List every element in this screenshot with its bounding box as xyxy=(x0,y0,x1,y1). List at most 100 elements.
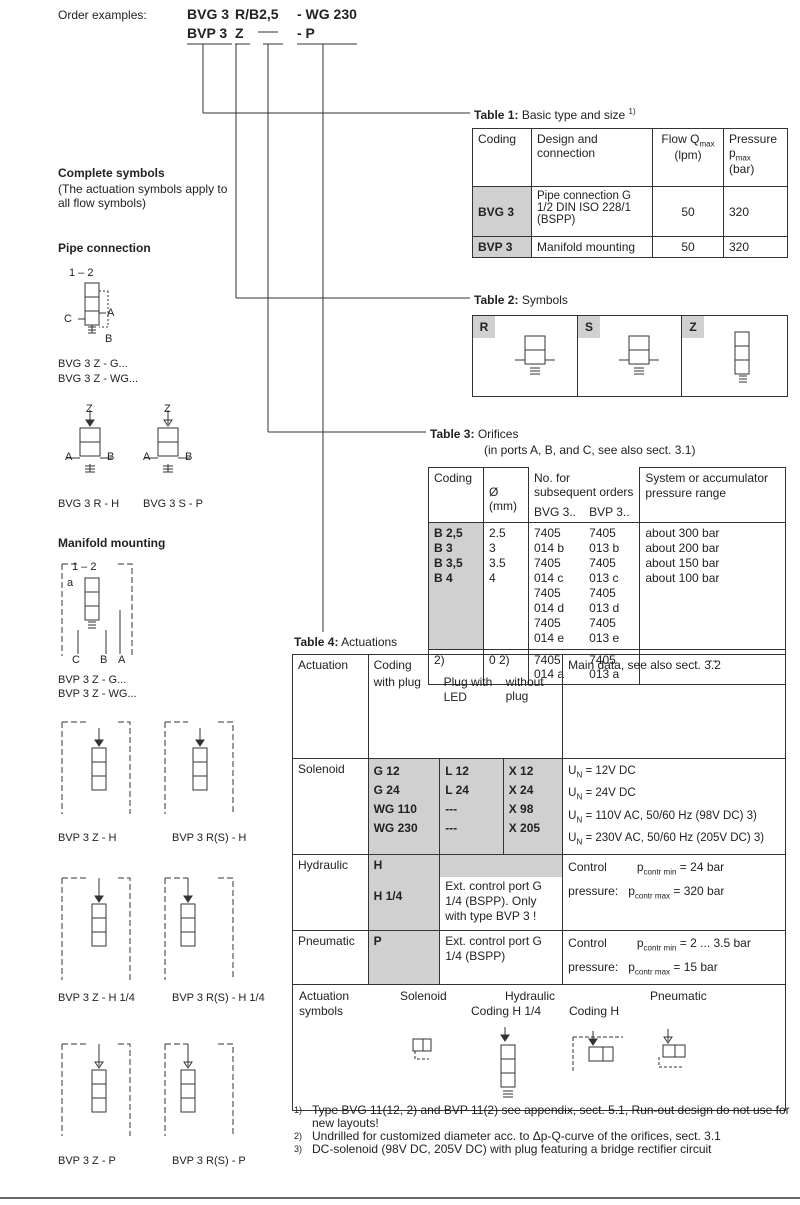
port-label-c: C xyxy=(64,313,72,325)
port-label-b: B xyxy=(105,333,113,345)
port-label-a: A xyxy=(107,307,115,319)
port-label-a4: A xyxy=(118,654,126,666)
t1-row2-pressure: 320 xyxy=(723,236,788,258)
t4-sym-solenoid: Solenoid xyxy=(400,988,447,1003)
t4-h-without: without plug xyxy=(505,675,544,703)
caption-bvp3z-g: BVP 3 Z - G... xyxy=(58,674,127,686)
t4-pneumatic-ext: Ext. control port G 1/4 (BSPP) xyxy=(439,930,564,985)
table3-title: Table 3: xyxy=(430,427,475,441)
table1: Coding Design and connection Flow Qmax(l… xyxy=(472,128,788,258)
table3-subtitle2: (in ports A, B, and C, see also sect. 3.… xyxy=(484,443,696,457)
footnote-2: 2)Undrilled for customized diameter acc.… xyxy=(294,1129,721,1143)
manifold-symbols-grid xyxy=(61,721,234,1136)
port-label-z: Z xyxy=(86,403,93,415)
caption-bvp3z-wg: BVP 3 Z - WG... xyxy=(58,688,137,700)
t4-hydraulic-ext: Ext. control port G 1/4 (BSPP). Only wit… xyxy=(439,854,564,932)
t4-pneumatic-code: P xyxy=(367,930,441,985)
t1-h-pressure: Pressure pmax(bar) xyxy=(723,128,788,187)
caption-bvg3z-wg: BVG 3 Z - WG... xyxy=(58,373,139,385)
table3-caption: Table 3: Orifices xyxy=(430,427,518,441)
caption-bvp3z-h: BVP 3 Z - H xyxy=(58,832,117,844)
t4-sym-coding-h: Coding H xyxy=(569,1003,620,1018)
t4-pneumatic-data: Control pcontr min = 2 ... 3.5 bar press… xyxy=(562,930,786,985)
caption-bvg3z-g: BVG 3 Z - G... xyxy=(58,358,128,370)
t4-solenoid-label: Solenoid xyxy=(292,757,369,856)
caption-bvp3rs-h: BVP 3 R(S) - H xyxy=(172,832,247,844)
t2-cell-s: S xyxy=(578,316,600,338)
t4-h-withplug: with plug xyxy=(373,675,421,689)
footnotes: 1)Type BVG 11(12, 2) and BVP 11(2) see a… xyxy=(294,1104,794,1156)
port-label-12: 1 – 2 xyxy=(69,267,94,279)
t1-h-coding: Coding xyxy=(472,128,532,187)
t3-h-system: System or accumulator pressure range xyxy=(639,467,786,523)
caption-bvp3rs-p: BVP 3 R(S) - P xyxy=(172,1155,246,1167)
t4-h-actuation: Actuation xyxy=(292,654,369,759)
valve-symbol-bvp3z xyxy=(61,563,133,656)
t4-sym-hydraulic: Hydraulic xyxy=(505,988,556,1003)
caption-bvp3z-p: BVP 3 Z - P xyxy=(58,1155,116,1167)
complete-symbols-note: (The actuation symbols apply to all flow… xyxy=(58,182,228,210)
t4-pneumatic-label: Pneumatic xyxy=(292,930,369,985)
t4-h-coding-group: Coding with plug Plug with LED without p… xyxy=(367,654,564,759)
pipe-connection-title: Pipe connection xyxy=(58,241,151,255)
t4-hydraulic-data: Control pcontr min = 24 bar pressure: pc… xyxy=(562,854,786,932)
t4-actuation-symbols xyxy=(412,1026,686,1098)
t3-h-bvg: BVG 3.. xyxy=(528,501,585,523)
t4-hydraulic-codes: H H 1/4 xyxy=(367,854,441,932)
complete-symbols-title: Complete symbols xyxy=(58,166,165,180)
table3-subtitle: Orifices xyxy=(477,427,519,441)
t3-h-dia: Ø(mm) xyxy=(483,467,529,523)
port-label-b4: B xyxy=(100,654,108,666)
t1-row2-design: Manifold mounting xyxy=(531,236,653,258)
t3-h-orders: No. for subsequent orders xyxy=(527,467,641,502)
table4-subtitle: Actuations xyxy=(341,635,398,649)
port-label-a3: A xyxy=(143,451,151,463)
t1-h-design: Design and connection xyxy=(531,128,653,187)
valve-symbol-bvg3z xyxy=(78,282,109,334)
port-label-c2: C xyxy=(72,654,80,666)
caption-bvg3r-h: BVG 3 R - H xyxy=(58,498,120,510)
table1-title: Table 1: xyxy=(474,108,519,122)
order-line2-actuation: - P xyxy=(297,25,315,41)
table1-sup: 1) xyxy=(628,107,636,116)
valve-symbol-bvg3r-h xyxy=(66,410,112,473)
t4-h-led: Plug with LED xyxy=(443,675,493,704)
t4-sym-label: Actuation symbols xyxy=(299,988,350,1018)
footnote-3: 3)DC-solenoid (98V DC, 205V DC) with plu… xyxy=(294,1142,712,1156)
t1-row1-coding: BVG 3 xyxy=(472,186,532,237)
t1-row1-pressure: 320 xyxy=(723,186,788,237)
caption-bvg3s-p: BVG 3 S - P xyxy=(143,498,203,510)
order-examples-label: Order examples: xyxy=(58,8,147,22)
table4-caption: Table 4: Actuations xyxy=(294,635,397,649)
port-label-b2: B xyxy=(107,451,115,463)
t4-sym-pneumatic: Pneumatic xyxy=(650,988,707,1003)
caption-bvp3rs-h14: BVP 3 R(S) - H 1/4 xyxy=(172,992,265,1004)
valve-symbol-bvg3s-p xyxy=(144,410,190,473)
t1-row2-coding: BVP 3 xyxy=(472,236,532,258)
order-line2-type: BVP 3 xyxy=(187,25,228,41)
t3-h-coding: Coding xyxy=(428,467,484,523)
order-line2-symbol: Z xyxy=(235,25,244,41)
t4-hydraulic-label: Hydraulic xyxy=(292,854,369,932)
table1-subtitle: Basic type and size xyxy=(521,108,626,122)
manifold-title: Manifold mounting xyxy=(58,536,166,550)
caption-bvp3z-h14: BVP 3 Z - H 1/4 xyxy=(58,992,135,1004)
table1-caption: Table 1: Basic type and size 1) xyxy=(474,107,636,122)
t1-row1-flow: 50 xyxy=(652,186,724,237)
table4: Actuation Coding with plug Plug with LED… xyxy=(292,654,786,1111)
port-label-a2: A xyxy=(65,451,73,463)
table2-subtitle: Symbols xyxy=(521,293,568,307)
port-label-b3: B xyxy=(185,451,193,463)
t2-cell-r: R xyxy=(473,316,495,338)
t1-row2-flow: 50 xyxy=(652,236,724,258)
t3-h-bvp: BVP 3.. xyxy=(584,501,641,523)
table2-caption: Table 2: Symbols xyxy=(474,293,568,307)
